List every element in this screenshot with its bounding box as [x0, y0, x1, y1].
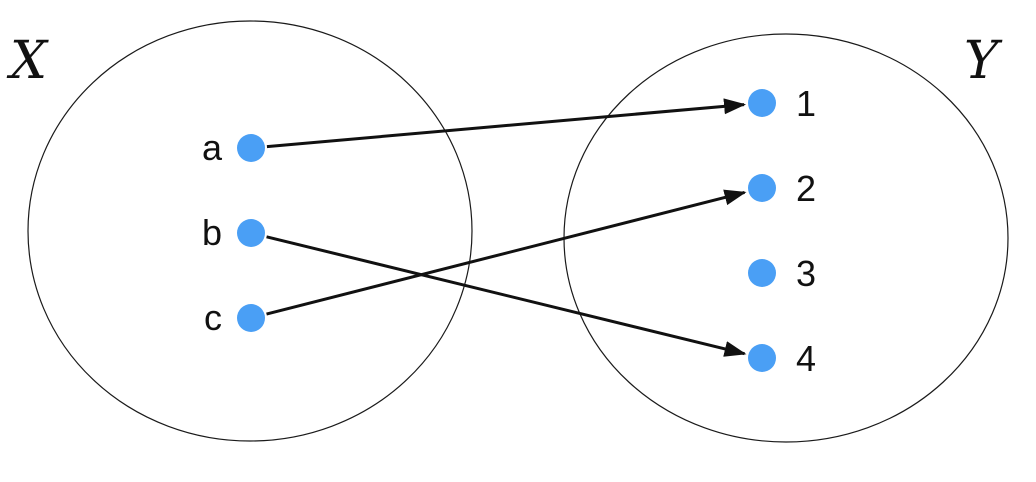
set-y-element-label-3: 3: [796, 253, 816, 294]
set-y-element-dot-4: [748, 344, 776, 372]
set-x-element-label-c: c: [204, 297, 222, 338]
set-y-name: Y: [964, 31, 1003, 91]
set-y-elements: 1 2 3 4: [748, 83, 816, 379]
mapping-arrow-b-to-4: [266, 235, 747, 357]
set-y-element-dot-2: [748, 174, 776, 202]
mapping-arrows: [266, 98, 747, 357]
set-y-element-label-4: 4: [796, 338, 816, 379]
set-x-element-dot-b: [237, 219, 265, 247]
set-y-circle: [563, 33, 1009, 443]
mapping-arrow-c-to-2: [266, 189, 747, 316]
mapping-arrow-a-to-1: [266, 98, 747, 149]
set-y-element-dot-3: [748, 259, 776, 287]
set-x-element-dot-a: [237, 134, 265, 162]
set-y-element-dot-1: [748, 89, 776, 117]
set-x-element-label-b: b: [202, 212, 222, 253]
set-x-circle: [27, 20, 473, 442]
set-x-elements: a b c: [202, 127, 265, 338]
set-x-name: X: [6, 31, 49, 91]
set-y-element-label-2: 2: [796, 168, 816, 209]
set-x-element-label-a: a: [202, 127, 223, 168]
set-y-element-label-1: 1: [796, 83, 816, 124]
set-x-element-dot-c: [237, 304, 265, 332]
